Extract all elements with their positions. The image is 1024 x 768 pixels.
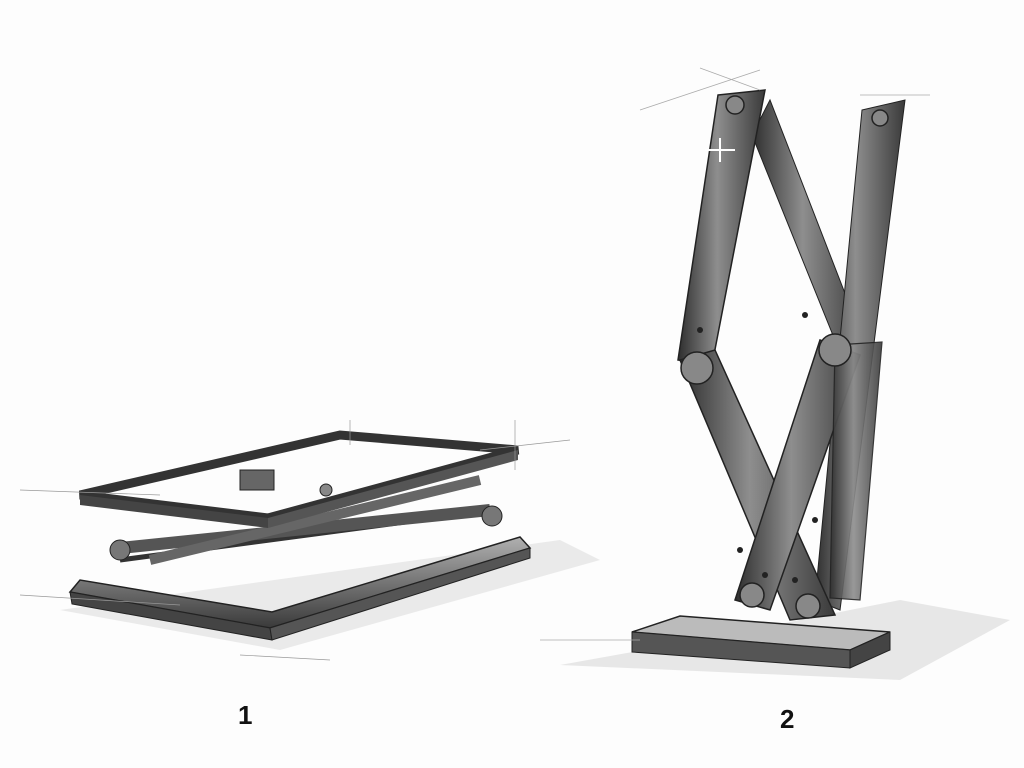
figure-label-1: 1 (238, 700, 253, 730)
figure-label-2: 2 (780, 704, 795, 734)
collapsed-lift-drawing (19, 420, 600, 661)
extended-lift-drawing (540, 67, 1010, 680)
